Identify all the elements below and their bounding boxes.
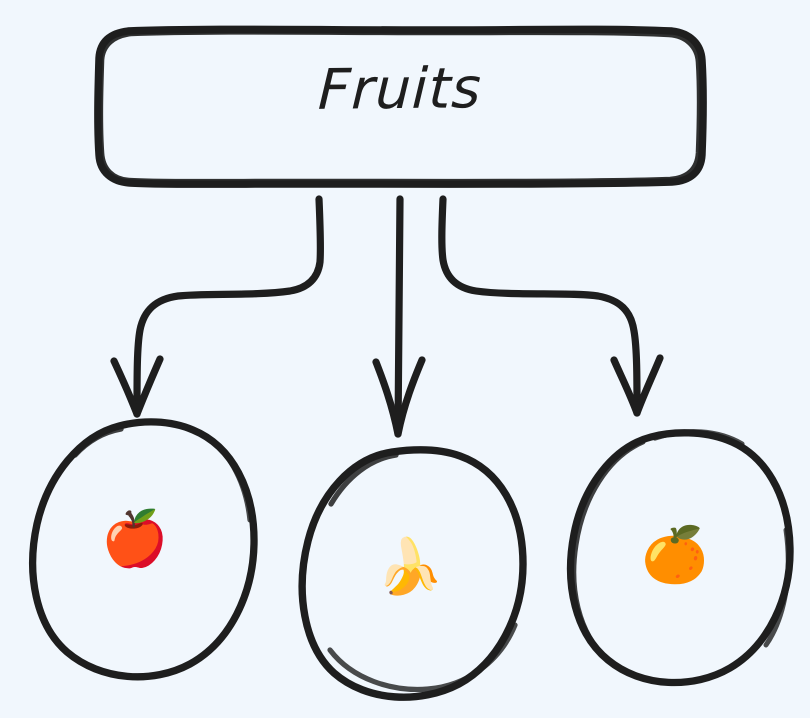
arrow-to-banana[interactable] [372, 195, 426, 438]
arrow-to-orange[interactable] [438, 195, 664, 417]
banana-node-shape[interactable] [298, 446, 527, 701]
root-node-shape[interactable] [94, 25, 707, 188]
arrow-to-apple[interactable] [110, 195, 325, 418]
orange-node-shape[interactable] [566, 429, 794, 687]
apple-node-shape[interactable] [29, 418, 258, 681]
